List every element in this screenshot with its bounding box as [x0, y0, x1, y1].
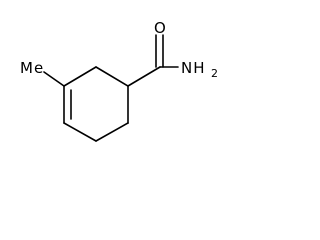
- oxygen-label: O: [154, 19, 167, 37]
- nitrogen-label: NH: [181, 59, 206, 77]
- bond-c2-c3: [63, 66, 97, 87]
- methyl-label: Me: [20, 59, 44, 77]
- bond-c3-methyl: [43, 71, 65, 87]
- bond-c5-c6: [95, 122, 129, 142]
- bond-c4-c5: [63, 122, 97, 142]
- structure-diagram: Me O NH 2: [20, 19, 218, 142]
- bond-c1-carbonyl: [127, 66, 161, 87]
- nitrogen-h-subscript: 2: [211, 67, 218, 80]
- bond-c1-c2: [95, 66, 129, 87]
